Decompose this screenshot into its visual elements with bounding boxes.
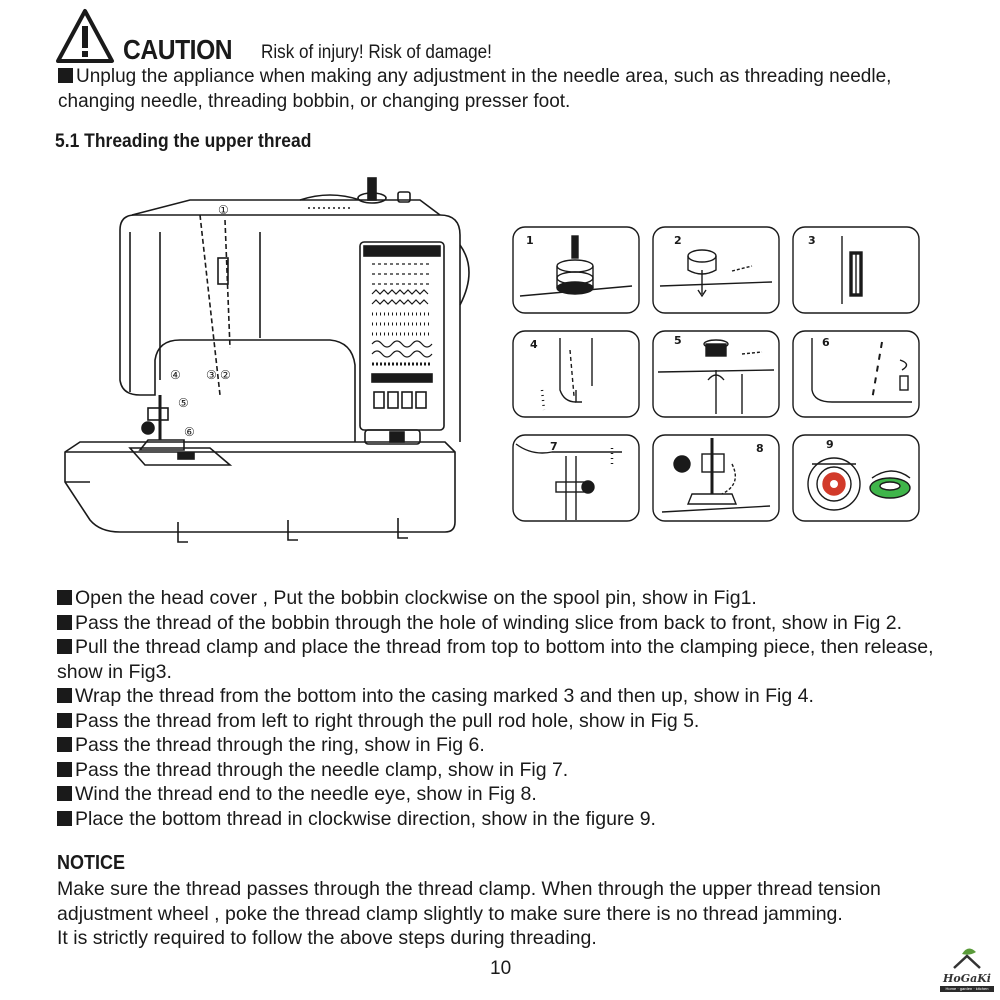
warning-triangle-icon bbox=[56, 9, 114, 63]
notice-line: It is strictly required to follow the ab… bbox=[57, 927, 597, 949]
unplug-text: Unplug the appliance when making any adj… bbox=[58, 66, 892, 112]
figure-1-label: 1 bbox=[526, 234, 534, 247]
page-number: 10 bbox=[490, 958, 512, 979]
step-text: Pass the thread of the bobbin through th… bbox=[75, 611, 903, 634]
step-text: Open the head cover , Put the bobbin clo… bbox=[75, 587, 757, 609]
step-text: Wind the thread end to the needle eye, s… bbox=[75, 783, 537, 805]
callout-3: ③ bbox=[206, 368, 217, 382]
house-leaf-icon bbox=[953, 948, 981, 969]
logo-text: HoGaKi bbox=[943, 972, 991, 985]
step-text: Wrap the thread from the bottom into the… bbox=[75, 685, 814, 707]
figure-3-label: 3 bbox=[808, 234, 816, 247]
caution-subtitle: Risk of injury! Risk of damage! bbox=[261, 42, 492, 63]
callout-1: ① bbox=[218, 203, 229, 217]
step-item: Open the head cover , Put the bobbin clo… bbox=[57, 586, 952, 611]
figure-2-label: 2 bbox=[674, 234, 682, 247]
step-item: Pull the thread clamp and place the thre… bbox=[57, 635, 952, 684]
step-item: Place the bottom thread in clockwise dir… bbox=[57, 807, 952, 832]
caution-header: CAUTION Risk of injury! Risk of damage! bbox=[55, 8, 955, 68]
bullet-square-icon bbox=[57, 786, 72, 801]
figure-8: 8 bbox=[652, 434, 780, 522]
step-item: Pass the thread through the needle clamp… bbox=[57, 758, 952, 783]
notice-line: Make sure the thread passes through the … bbox=[57, 878, 881, 925]
step-text: Pull the thread clamp and place the thre… bbox=[57, 636, 934, 683]
section-title: 5.1 Threading the upper thread bbox=[55, 131, 312, 152]
step-text: Pass the thread through the needle clamp… bbox=[75, 758, 569, 781]
figure-8-label: 8 bbox=[756, 442, 764, 455]
figure-2: 2 bbox=[652, 226, 780, 314]
bullet-square-icon bbox=[57, 614, 72, 630]
step-item: Wrap the thread from the bottom into the… bbox=[57, 684, 952, 709]
callout-5: ⑤ bbox=[178, 396, 189, 410]
step-text: Pass the thread from left to right throu… bbox=[75, 709, 700, 732]
figure-5: 5 bbox=[652, 330, 780, 418]
figure-7: 7 bbox=[512, 434, 640, 522]
figure-6-label: 6 bbox=[822, 336, 830, 349]
figure-4-label: 4 bbox=[530, 338, 538, 351]
figure-7-label: 7 bbox=[550, 440, 558, 453]
notice-body: Make sure the thread passes through the … bbox=[57, 877, 937, 951]
figure-5-label: 5 bbox=[674, 334, 682, 347]
step-text: Place the bottom thread in clockwise dir… bbox=[75, 807, 656, 830]
callout-2: ② bbox=[220, 368, 231, 382]
figure-1: 1 bbox=[512, 226, 640, 314]
figure-4: 4 bbox=[512, 330, 640, 418]
figure-9-label: 9 bbox=[826, 438, 834, 451]
bullet-square-icon bbox=[57, 688, 72, 703]
bullet-square-icon bbox=[57, 810, 72, 826]
threading-steps: Open the head cover , Put the bobbin clo… bbox=[57, 586, 952, 831]
figure-grid: 1 2 3 bbox=[512, 226, 922, 526]
figure-3: 3 bbox=[792, 226, 920, 314]
step-text: Pass the thread through the ring, show i… bbox=[75, 734, 485, 756]
figure-6: 6 bbox=[792, 330, 920, 418]
notice-title: NOTICE bbox=[57, 852, 126, 874]
sewing-machine-illustration: ① ② ③ ④ ⑤ ⑥ bbox=[64, 177, 470, 543]
figure-9: 9 bbox=[792, 434, 920, 522]
bullet-square-icon bbox=[57, 590, 72, 605]
bullet-square-icon bbox=[57, 639, 72, 654]
step-item: Pass the thread of the bobbin through th… bbox=[57, 611, 952, 636]
bullet-square-icon bbox=[57, 737, 72, 752]
step-item: Wind the thread end to the needle eye, s… bbox=[57, 782, 952, 807]
callout-4: ④ bbox=[170, 368, 181, 382]
bullet-square-icon bbox=[58, 68, 73, 83]
hogaki-logo: HoGaKi Home · garden · kitchen bbox=[938, 946, 996, 996]
caution-title: CAUTION bbox=[123, 34, 233, 65]
step-item: Pass the thread from left to right throu… bbox=[57, 709, 952, 734]
bullet-square-icon bbox=[57, 761, 72, 777]
bullet-square-icon bbox=[57, 712, 72, 728]
unplug-instruction: Unplug the appliance when making any adj… bbox=[58, 64, 948, 114]
callout-6: ⑥ bbox=[184, 425, 195, 439]
step-item: Pass the thread through the ring, show i… bbox=[57, 733, 952, 758]
logo-tagline: Home · garden · kitchen bbox=[940, 986, 994, 992]
